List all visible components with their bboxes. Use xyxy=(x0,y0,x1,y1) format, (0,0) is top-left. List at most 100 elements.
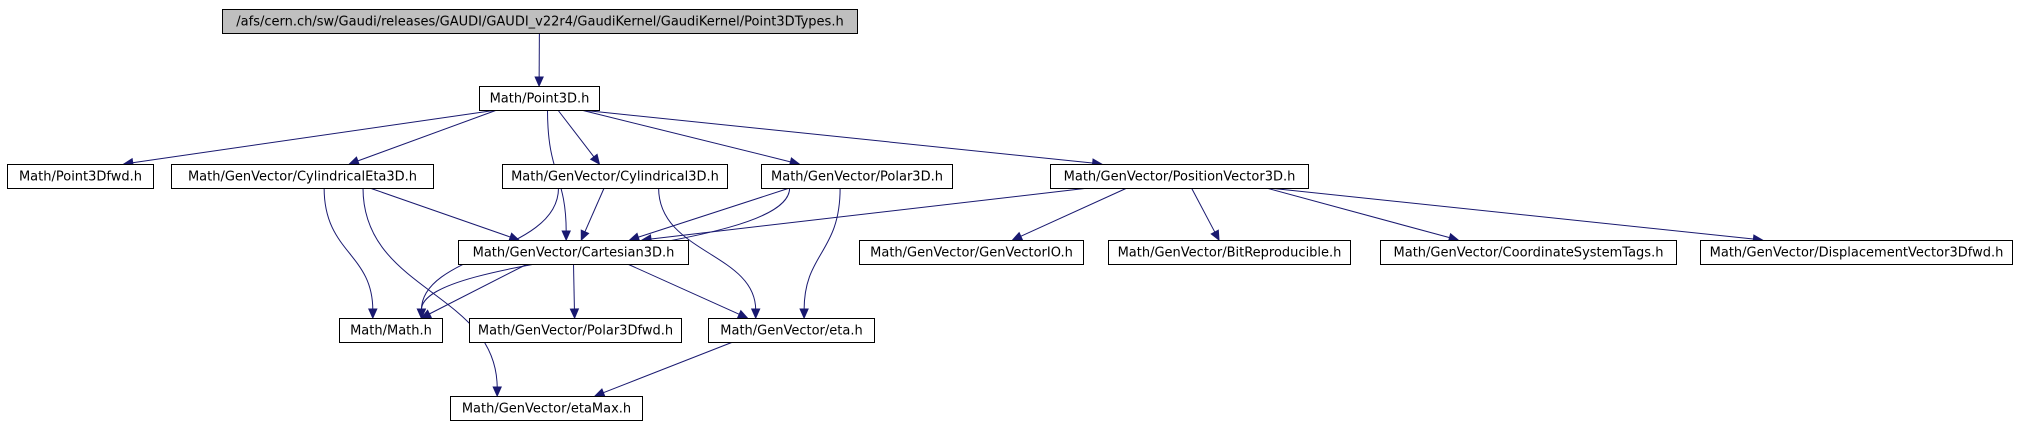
node-cyl3d[interactable]: Math/GenVector/Cylindrical3D.h xyxy=(502,164,728,189)
edge-line xyxy=(362,187,498,389)
node-label: Math/GenVector/DisplacementVector3Dfwd.h xyxy=(1710,246,2004,261)
edge-line xyxy=(1266,187,1451,239)
edge-line xyxy=(356,109,498,162)
node-etamax[interactable]: Math/GenVector/etaMax.h xyxy=(450,396,643,421)
arrowhead-icon xyxy=(1210,229,1220,242)
arrowhead-icon xyxy=(799,308,809,320)
node-box[interactable] xyxy=(479,86,600,111)
edge-cyleta-to-etamax xyxy=(362,187,502,398)
edge-cart3d-to-math xyxy=(420,263,528,319)
node-box[interactable] xyxy=(1050,164,1309,189)
node-label: Math/GenVector/Cylindrical3D.h xyxy=(511,170,719,185)
node-box[interactable] xyxy=(859,240,1084,265)
node-label: Math/GenVector/CylindricalEta3D.h xyxy=(188,170,417,185)
edges-layer xyxy=(122,32,1764,398)
node-label: /afs/cern.ch/sw/Gaudi/releases/GAUDI/GAU… xyxy=(236,15,843,30)
edge-point3d-to-cyleta xyxy=(348,109,498,166)
edge-line xyxy=(557,109,595,158)
edge-cyleta-to-cart3d xyxy=(369,187,520,242)
node-box[interactable] xyxy=(1700,240,2013,265)
arrowhead-icon xyxy=(416,308,427,320)
arrowhead-icon xyxy=(348,156,360,166)
node-label: Math/GenVector/etaMax.h xyxy=(462,402,631,417)
edge-line xyxy=(649,187,1089,240)
node-box[interactable] xyxy=(458,240,689,265)
arrowhead-icon xyxy=(569,308,580,320)
edge-line xyxy=(584,187,605,233)
edge-cart3d-to-eta xyxy=(627,263,749,319)
edge-line xyxy=(369,187,512,238)
edge-line xyxy=(803,187,841,311)
edge-point3d-to-polar3d xyxy=(580,109,801,167)
node-box[interactable] xyxy=(708,318,875,343)
edge-line xyxy=(580,109,1094,164)
edge-point3d-to-cyl3d xyxy=(557,109,601,165)
node-cyleta[interactable]: Math/GenVector/CylindricalEta3D.h xyxy=(171,164,434,189)
arrowhead-icon xyxy=(580,229,590,242)
node-box[interactable] xyxy=(761,164,953,189)
edge-line xyxy=(131,109,498,164)
node-label: Math/GenVector/Polar3Dfwd.h xyxy=(478,324,673,339)
node-box[interactable] xyxy=(171,164,434,189)
edge-line xyxy=(323,187,374,311)
edge-line xyxy=(627,263,741,316)
edge-point3d-to-posvec xyxy=(580,109,1103,168)
edge-line xyxy=(1191,187,1216,234)
node-label: Math/GenVector/Polar3D.h xyxy=(771,170,943,185)
arrowhead-icon xyxy=(492,386,502,398)
edge-eta-to-etamax xyxy=(593,341,734,397)
node-point3d[interactable]: Math/Point3D.h xyxy=(479,86,600,111)
node-label: Math/Point3D.h xyxy=(490,92,590,107)
node-polarfwd[interactable]: Math/GenVector/Polar3Dfwd.h xyxy=(469,318,682,343)
edge-line xyxy=(1269,187,1755,240)
edge-posvec-to-dispfwd xyxy=(1269,187,1764,244)
node-bitrepro[interactable]: Math/GenVector/BitReproducible.h xyxy=(1108,240,1351,265)
node-coordtags[interactable]: Math/GenVector/CoordinateSystemTags.h xyxy=(1380,240,1677,265)
node-cart3d[interactable]: Math/GenVector/Cartesian3D.h xyxy=(458,240,689,265)
edge-posvec-to-cart3d xyxy=(640,187,1089,244)
node-box[interactable] xyxy=(502,164,728,189)
arrowhead-icon xyxy=(368,308,378,320)
node-point3dfwd[interactable]: Math/Point3Dfwd.h xyxy=(7,164,154,189)
edge-cyl3d-to-cart3d xyxy=(580,187,605,242)
node-dispfwd[interactable]: Math/GenVector/DisplacementVector3Dfwd.h xyxy=(1700,240,2013,265)
edge-posvec-to-bitrepro xyxy=(1191,187,1220,242)
node-polar3d[interactable]: Math/GenVector/Polar3D.h xyxy=(761,164,953,189)
node-genvecio[interactable]: Math/GenVector/GenVectorIO.h xyxy=(859,240,1084,265)
node-box[interactable] xyxy=(469,318,682,343)
edge-line xyxy=(580,109,792,163)
node-box[interactable] xyxy=(450,396,643,421)
node-label: Math/GenVector/eta.h xyxy=(720,324,862,339)
node-box[interactable] xyxy=(339,318,443,343)
node-label: Math/GenVector/GenVectorIO.h xyxy=(870,246,1073,261)
edge-cyleta-to-math xyxy=(323,187,378,320)
edge-line xyxy=(573,263,575,311)
arrowhead-icon xyxy=(589,153,601,165)
node-label: Math/GenVector/BitReproducible.h xyxy=(1118,246,1342,261)
node-box[interactable] xyxy=(1108,240,1351,265)
node-root[interactable]: /afs/cern.ch/sw/Gaudi/releases/GAUDI/GAU… xyxy=(222,9,858,34)
nodes-layer: /afs/cern.ch/sw/Gaudi/releases/GAUDI/GAU… xyxy=(7,9,2013,421)
node-label: Math/Math.h xyxy=(350,324,432,339)
edge-cyl3d-to-eta xyxy=(658,187,761,320)
node-posvec[interactable]: Math/GenVector/PositionVector3D.h xyxy=(1050,164,1309,189)
edge-line xyxy=(1019,187,1128,238)
arrowhead-icon xyxy=(593,388,606,397)
edge-point3d-to-point3dfwd xyxy=(122,109,498,168)
arrowhead-icon xyxy=(628,232,641,242)
node-box[interactable] xyxy=(7,164,154,189)
arrowhead-icon xyxy=(561,230,571,242)
edge-line xyxy=(637,187,790,239)
node-box[interactable] xyxy=(222,9,858,34)
arrowhead-icon xyxy=(750,308,761,320)
node-box[interactable] xyxy=(1380,240,1677,265)
edge-posvec-to-coordtags xyxy=(1266,187,1460,243)
node-label: Math/GenVector/Cartesian3D.h xyxy=(473,246,675,261)
edge-line xyxy=(428,263,528,315)
node-label: Math/Point3Dfwd.h xyxy=(19,170,142,185)
node-math[interactable]: Math/Math.h xyxy=(339,318,443,343)
node-label: Math/GenVector/CoordinateSystemTags.h xyxy=(1394,246,1664,261)
node-eta[interactable]: Math/GenVector/eta.h xyxy=(708,318,875,343)
edge-posvec-to-genvecio xyxy=(1011,187,1128,241)
